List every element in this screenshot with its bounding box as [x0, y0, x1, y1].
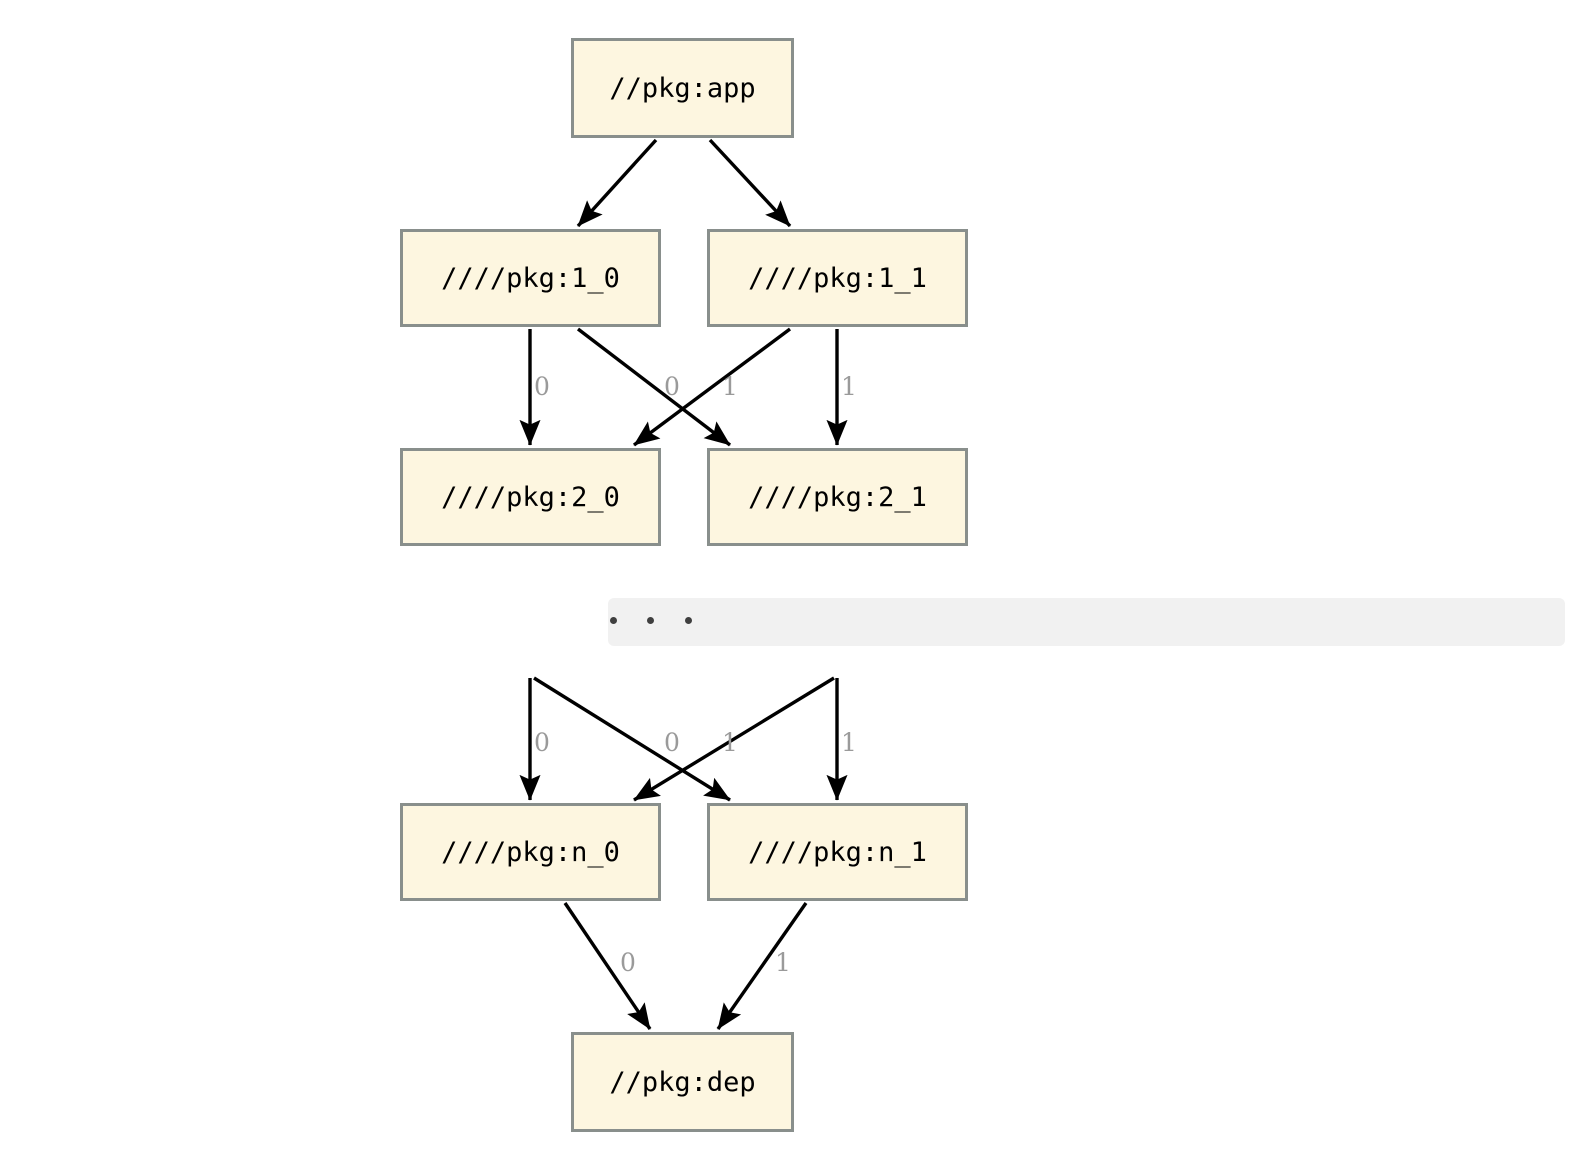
node-pkg-2-1[interactable]: ////pkg:2_1 — [707, 448, 968, 546]
edge-arrow — [563, 902, 652, 1030]
edge-lines — [519, 138, 848, 1030]
node-pkg-dep[interactable]: //pkg:dep — [571, 1032, 794, 1132]
edge-arrow — [633, 676, 835, 802]
edge-arrow — [632, 327, 792, 447]
edge-label: 0 — [620, 948, 636, 977]
edge-label: 0 — [534, 372, 550, 401]
edge-label: 0 — [664, 372, 680, 401]
node-pkg-2-0[interactable]: ////pkg:2_0 — [400, 448, 661, 546]
edge-arrow — [533, 676, 731, 802]
node-pkg-1-0[interactable]: ////pkg:1_0 — [400, 229, 661, 327]
edge-label: 0 — [534, 728, 550, 757]
edge-arrow — [576, 138, 658, 228]
ellipsis-dot-2 — [647, 617, 654, 624]
edge-arrow — [576, 327, 732, 447]
ellipsis-bar — [608, 598, 1565, 646]
edge-label: 1 — [841, 728, 857, 757]
edge-label: 0 — [664, 728, 680, 757]
node-pkg-app[interactable]: //pkg:app — [571, 38, 794, 138]
ellipsis-dot-3 — [685, 617, 692, 624]
edge-label: 1 — [841, 372, 857, 401]
edge-label: 1 — [722, 372, 738, 401]
node-pkg-n-0[interactable]: ////pkg:n_0 — [400, 803, 661, 901]
edge-arrow — [708, 138, 792, 228]
edge-arrow — [716, 902, 808, 1030]
edge-label: 1 — [775, 948, 791, 977]
ellipsis-dot-1 — [610, 617, 617, 624]
node-pkg-1-1[interactable]: ////pkg:1_1 — [707, 229, 968, 327]
node-pkg-n-1[interactable]: ////pkg:n_1 — [707, 803, 968, 901]
edge-label: 1 — [722, 728, 738, 757]
